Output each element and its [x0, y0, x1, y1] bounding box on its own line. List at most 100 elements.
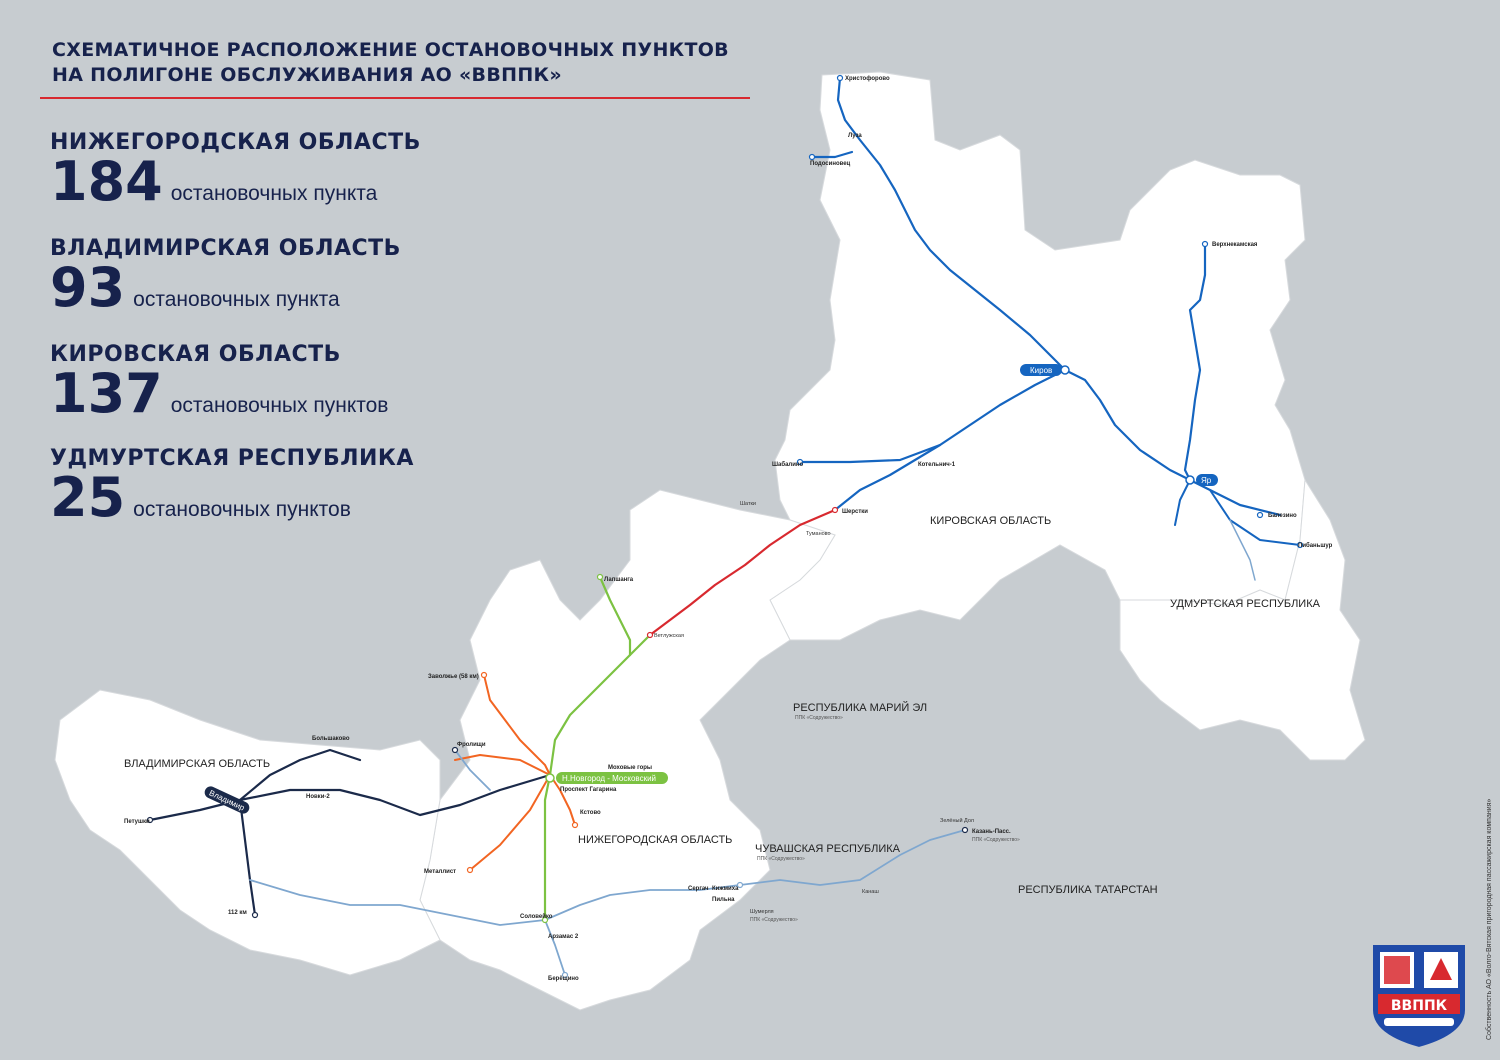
label-zeleny-dol: Зелёный Дол [940, 817, 974, 824]
label-kazan: Казань-Пасс. [972, 829, 1011, 835]
stat-count: 184 [50, 150, 163, 213]
stat-region-name: НИЖЕГОРОДСКАЯ ОБЛАСТЬ [50, 130, 421, 155]
label-metallist: Металлист [424, 869, 456, 875]
label-verkhnekamskaya: Верхнекамская [1212, 242, 1258, 248]
region-label-vladimir: ВЛАДИМИРСКАЯ ОБЛАСТЬ [124, 758, 270, 770]
region-label-udmurt: УДМУРТСКАЯ РЕСПУБЛИКА [1170, 598, 1321, 610]
label-shumerlya: Шумерля [750, 909, 774, 915]
label-vetluzhskaya: Ветлужская [654, 633, 684, 639]
region-label-mari: РЕСПУБЛИКА МАРИЙ ЭЛ [793, 701, 927, 714]
label-beresino: Берёщино [548, 976, 579, 982]
stat-region-name: КИРОВСКАЯ ОБЛАСТЬ [50, 342, 341, 367]
station-dots [146, 74, 1304, 979]
stat-region-name: УДМУРТСКАЯ РЕСПУБЛИКА [50, 446, 414, 471]
region-kirov-shape [769, 71, 1306, 641]
line-kirov-izhevsk [1063, 368, 1282, 517]
region-vladimir-shape [54, 689, 441, 976]
region-label-mari-sub: ППК «Содружество» [795, 715, 843, 721]
line-luza-kirov [836, 76, 1067, 372]
dot-km112 [251, 911, 259, 919]
label-soloveyko: Соловейко [520, 913, 553, 920]
dot-arzamas [541, 916, 549, 924]
label-moscow-gory: Моховые горы [608, 765, 652, 771]
dot-kazan [961, 826, 969, 834]
label-bolshakovo: Большаково [312, 736, 350, 742]
dot-frolishchi [451, 746, 459, 754]
label-petushki: Петушки [124, 819, 150, 825]
map-title: СХЕМАТИЧНОЕ РАСПОЛОЖЕНИЕ ОСТАНОВОЧНЫХ ПУ… [52, 38, 729, 88]
hub-kirov: Киров [1020, 364, 1070, 376]
station-labels: Христофорово Подосиновец Луза Верхнекамс… [124, 75, 1333, 982]
line-izhevsk-dimpr [1229, 519, 1256, 581]
stat-count: 137 [50, 362, 163, 425]
ownership-credit: Собственность АО «Волго-Вятская пригород… [1486, 798, 1493, 1040]
label-kazan-sub: ППК «Содружество» [972, 837, 1020, 843]
stat-unit: остановочных пункта [133, 288, 340, 311]
line-vladimir-north [238, 748, 362, 802]
line-podosinovets [810, 150, 854, 159]
logo-text: ВВППК [1391, 998, 1448, 1014]
line-kazan [739, 829, 966, 886]
line-arzamas-sergach [544, 884, 741, 921]
region-label-tatarstan: РЕСПУБЛИКА ТАТАРСТАН [1018, 884, 1158, 896]
stat-count: 93 [50, 256, 126, 319]
region-nizhny-shape [419, 489, 836, 1011]
dot-kstovo [571, 821, 579, 829]
label-sergach: Сергач [688, 886, 709, 892]
label-gagarina: Проспект Гагарина [560, 787, 617, 793]
dot-petushki [146, 816, 154, 824]
stat-unit: остановочных пунктов [170, 394, 389, 417]
region-udmurt-shape [1119, 478, 1366, 761]
rail-lines [148, 76, 1301, 976]
region-labels: КИРОВСКАЯ ОБЛАСТЬ УДМУРТСКАЯ РЕСПУБЛИКА … [124, 515, 1321, 896]
line-kstovo [549, 774, 576, 826]
line-vladimir-nizhny [148, 773, 552, 822]
dot-podosinovets [808, 153, 816, 161]
line-shabalino [798, 443, 942, 464]
label-frolishchi: Фролищи [457, 742, 486, 748]
label-shatki: Шатки [740, 501, 756, 507]
line-izhevsk-south [1174, 479, 1191, 526]
map-title-line2: НА ПОЛИГОНЕ ОБСЛУЖИВАНИЯ АО «ВВППК» [52, 64, 562, 86]
region-label-kirov: КИРОВСКАЯ ОБЛАСТЬ [930, 515, 1051, 527]
label-luza: Луза [848, 133, 862, 139]
line-zavolzhye [483, 674, 551, 776]
line-sherstki-vetluzhskaya [648, 508, 837, 637]
line-metallist [469, 774, 551, 871]
hub-izhevsk-label: Яр [1201, 476, 1212, 485]
region-shapes [54, 71, 1366, 1011]
label-pibanshur: Пибаньшур [1298, 542, 1333, 549]
label-kanash: Канаш [862, 889, 879, 895]
line-beresino [544, 919, 566, 976]
region-label-nizhny: НИЖЕГОРОДСКАЯ ОБЛАСТЬ [578, 834, 732, 846]
dot-balezino [1256, 511, 1264, 519]
line-lapshanga [598, 575, 632, 657]
stat-count: 25 [50, 466, 126, 529]
dot-sherstki [831, 506, 839, 514]
label-kotelnich: Котельнич-1 [918, 462, 956, 468]
label-shabalino: Шабалино [772, 461, 804, 468]
dot-khristoforovo [836, 74, 844, 82]
line-izhevsk-pibanshur [1209, 489, 1301, 546]
title-rule [40, 97, 750, 99]
label-zavolzhye: Заволжье (58 км) [428, 674, 479, 680]
hub-nizhny-label: Н.Новгород - Московский [562, 774, 656, 783]
stat-region-name: ВЛАДИМИРСКАЯ ОБЛАСТЬ [50, 236, 401, 261]
region-label-chuvash: ЧУВАШСКАЯ РЕСПУБЛИКА [755, 843, 901, 855]
logo-train [1384, 1018, 1454, 1026]
label-pilna: Пильна [712, 897, 735, 903]
label-khristoforovo: Христофорово [845, 75, 890, 82]
label-podosinovets: Подосиновец [810, 161, 851, 167]
hub-nizhny: Н.Новгород - Московский [545, 772, 668, 784]
label-shumerlya-sub: ППК «Содружество» [750, 917, 798, 923]
label-kirkizha: Кижмиха [712, 886, 739, 892]
label-tumanovo: Туманово [806, 531, 831, 537]
label-novki: Новки-2 [306, 794, 330, 800]
dot-lapshanga [596, 573, 604, 581]
line-arzamas [543, 773, 552, 922]
label-arzamas: Арзамас 2 [548, 934, 579, 940]
